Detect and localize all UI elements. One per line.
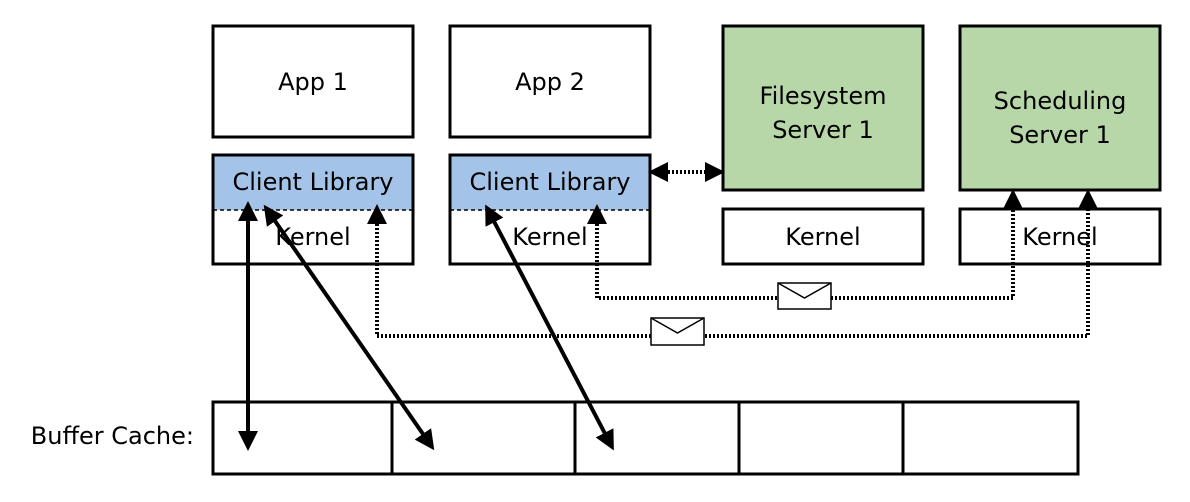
buffer-cache-label: Buffer Cache:: [31, 422, 194, 450]
filesystem-server-title: Filesystem: [760, 82, 887, 110]
kernel-3-label: Kernel: [785, 223, 860, 251]
app-2-label: App 2: [515, 68, 585, 96]
envelope-icon: [650, 317, 705, 346]
message-path-1: [367, 189, 1098, 338]
kernel-4-box: Kernel: [958, 207, 1162, 266]
cache-access-arrow-3: [485, 204, 614, 451]
client-library-kernel-2: Client Library Kernel: [448, 153, 652, 266]
kernel-3-box: Kernel: [721, 207, 925, 266]
buffer-cache-slot: [737, 400, 905, 476]
kernel-4-label: Kernel: [1022, 223, 1097, 251]
app-1-box: App 1: [211, 24, 415, 139]
client-library-kernel-1: Client Library Kernel: [211, 153, 415, 266]
app-1-label: App 1: [278, 68, 348, 96]
scheduling-server-subtitle: Server 1: [1009, 121, 1111, 149]
buffer-cache-slot: [211, 400, 394, 476]
buffer-cache-slot: [901, 400, 1080, 476]
client-library-1-label: Client Library: [232, 168, 393, 196]
app-2-box: App 2: [448, 24, 652, 139]
filesystem-server-subtitle: Server 1: [772, 116, 874, 144]
buffer-cache-slot: [573, 400, 741, 476]
buffer-cache-slot: [390, 400, 577, 476]
buffer-cache: [211, 400, 1080, 476]
scheduling-server-box: Scheduling Server 1: [958, 24, 1162, 192]
filesystem-server-box: Filesystem Server 1: [721, 24, 925, 192]
kernel-2-label: Kernel: [512, 223, 587, 251]
cache-access-arrow-2: [263, 204, 435, 451]
client-library-2-label: Client Library: [469, 168, 630, 196]
envelope-icon: [777, 282, 832, 310]
scheduling-server-title: Scheduling: [994, 87, 1127, 115]
